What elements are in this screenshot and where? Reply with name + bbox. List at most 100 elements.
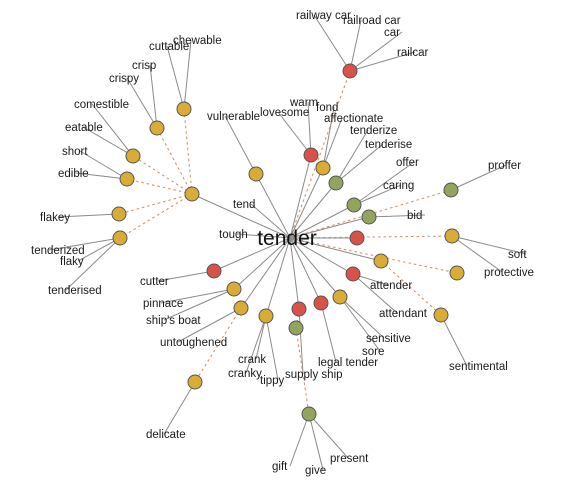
word-label-crisp[interactable]: crisp [132, 60, 156, 72]
graph-node-bid[interactable] [361, 209, 377, 225]
word-label-lovesome[interactable]: lovesome [260, 107, 309, 119]
word-label-tenderised[interactable]: tenderised [48, 285, 102, 297]
graph-node-offer[interactable] [443, 182, 459, 198]
word-label-ships-boat[interactable]: ship's boat [146, 315, 201, 327]
graph-node-affect[interactable] [328, 175, 344, 191]
word-label-affectionate[interactable]: affectionate [324, 113, 383, 125]
word-label-caring[interactable]: caring [383, 180, 414, 192]
edge-C-n_vulnerable [255, 173, 291, 239]
word-label-legal-tender[interactable]: legal tender [318, 357, 378, 369]
word-label-present[interactable]: present [330, 453, 369, 465]
edge-n_sore-sore [339, 296, 381, 352]
graph-node-delicate[interactable] [187, 374, 203, 390]
graph-node-soft[interactable] [444, 228, 460, 244]
edge-C-tend [250, 203, 291, 239]
graph-node-rail[interactable] [342, 63, 358, 79]
word-label-cutter[interactable]: cutter [140, 276, 169, 288]
word-label-give[interactable]: give [305, 465, 326, 477]
graph-node-attender[interactable] [345, 266, 361, 282]
edge-C-n_rail [289, 70, 351, 239]
word-label-cranky[interactable]: cranky [228, 368, 262, 380]
graph-node-crank[interactable] [258, 308, 274, 324]
word-label-railroad-car[interactable]: railroad car [343, 15, 401, 27]
edge-n_untough-n_delicate [194, 307, 242, 383]
graph-node-crisp[interactable] [149, 120, 165, 136]
word-label-railcar[interactable]: railcar [397, 47, 428, 59]
word-label-car[interactable]: car [384, 27, 400, 39]
edge-n_pinnace-pinnace [160, 288, 235, 304]
graph-node-fond[interactable] [315, 160, 331, 176]
edge-n_cutter-cutter [157, 270, 215, 282]
word-label-attendant[interactable]: attendant [379, 308, 428, 320]
word-label-protective[interactable]: protective [484, 267, 534, 279]
graph-node-flakey[interactable] [111, 206, 127, 222]
graph-node-gift[interactable] [288, 320, 304, 336]
word-label-short[interactable]: short [62, 146, 88, 158]
word-label-tenderise[interactable]: tenderise [365, 139, 412, 151]
word-label-crank[interactable]: crank [238, 354, 266, 366]
word-label-soft[interactable]: soft [508, 249, 527, 261]
edge-n_pinnace-ships_boat [163, 288, 235, 321]
word-label-flakey[interactable]: flakey [40, 212, 70, 224]
graph-node-sore[interactable] [332, 289, 348, 305]
graph-node-present[interactable] [301, 406, 317, 422]
word-label-sensitive[interactable]: sensitive [366, 333, 411, 345]
word-label-supply-ship[interactable]: supply ship [285, 369, 343, 381]
word-label-tippy[interactable]: tippy [260, 375, 285, 387]
graph-node-lovesome[interactable] [303, 147, 319, 163]
word-label-vulnerable[interactable]: vulnerable [207, 111, 260, 123]
word-label-offer[interactable]: offer [396, 157, 419, 169]
edge-n_fond-affectionate [322, 117, 343, 169]
graph-node-legal[interactable] [313, 295, 329, 311]
word-label-tenderized[interactable]: tenderized [31, 245, 85, 257]
word-label-fond[interactable]: fond [316, 102, 338, 114]
word-label-tend[interactable]: tend [233, 199, 255, 211]
word-label-eatable[interactable]: eatable [65, 122, 103, 134]
word-label-crispy[interactable]: crispy [109, 73, 139, 85]
graph-node-protective[interactable] [449, 265, 465, 281]
word-label-tough[interactable]: tough [219, 229, 248, 241]
word-label-flaky[interactable]: flaky [60, 256, 84, 268]
word-label-untoughened[interactable]: untoughened [160, 337, 227, 349]
word-label-gift[interactable]: gift [272, 461, 288, 473]
word-label-warm[interactable]: warm [289, 97, 318, 109]
graph-node-sensitive[interactable] [373, 253, 389, 269]
word-label-edible[interactable]: edible [58, 168, 89, 180]
graph-node-vulnerable[interactable] [248, 166, 264, 182]
word-label-cuttable[interactable]: cuttable [149, 41, 189, 53]
graph-node-untough[interactable] [233, 300, 249, 316]
edge-n_edible-comestible [91, 103, 134, 157]
word-label-railway-car[interactable]: railway car [296, 10, 351, 22]
graph-node-snack[interactable] [184, 186, 200, 202]
word-label-proffer[interactable]: proffer [488, 160, 521, 172]
graph-edges [48, 14, 527, 471]
word-label-sore[interactable]: sore [362, 346, 384, 358]
graph-node-cutter[interactable] [206, 263, 222, 279]
word-label-tenderize[interactable]: tenderize [350, 125, 397, 137]
edge-n_present-present [308, 413, 349, 459]
word-label-pinnace[interactable]: pinnace [143, 298, 183, 310]
graph-node-attendant[interactable] [433, 307, 449, 323]
word-label-delicate[interactable]: delicate [146, 429, 186, 441]
graph-node-edible[interactable] [125, 148, 141, 164]
word-label-chewable[interactable]: chewable [173, 35, 222, 47]
graph-node-pinnace[interactable] [226, 281, 242, 297]
word-label-attender[interactable]: attender [370, 280, 412, 292]
graph-node-supply[interactable] [291, 301, 307, 317]
graph-node-caring[interactable] [346, 197, 362, 213]
edge-n_delicate-delicate [163, 381, 196, 435]
edge-n_attender-attendant [352, 273, 398, 314]
word-label-bid[interactable]: bid [407, 210, 422, 222]
edge-n_sore-sensitive [339, 296, 385, 339]
edge-n_snack-n_edible [132, 155, 193, 195]
graph-node-short[interactable] [119, 171, 135, 187]
graph-node-tenderised[interactable] [112, 230, 128, 246]
word-label-sentimental[interactable]: sentimental [449, 361, 508, 373]
edge-C-n_sensitive [289, 237, 382, 262]
graph-node-tenderize[interactable] [349, 230, 365, 246]
word-label-comestible[interactable]: comestible [74, 99, 129, 111]
edge-n_gift-n_present [295, 327, 310, 415]
graph-node-chew[interactable] [176, 101, 192, 117]
